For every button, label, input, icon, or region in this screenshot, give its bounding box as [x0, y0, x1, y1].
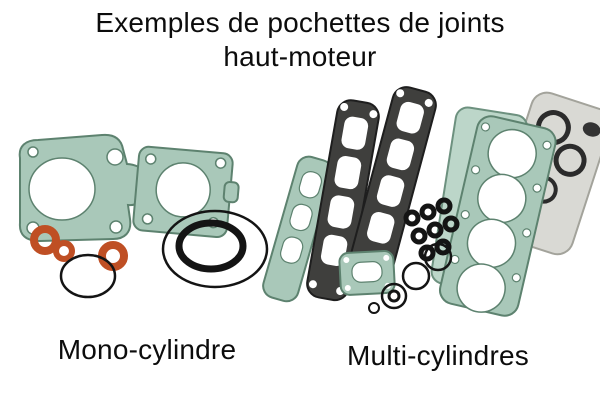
bolt-hole — [522, 228, 532, 238]
label-mono-cylindre: Mono-cylindre — [57, 334, 237, 365]
orange-o-ring — [53, 240, 75, 262]
black-o-ring — [380, 282, 408, 310]
o-ring-chain — [368, 242, 453, 314]
bolt-hole — [27, 146, 39, 158]
slot-hole — [334, 156, 362, 190]
grommet — [419, 203, 437, 221]
grommet — [410, 227, 428, 245]
bore-hole — [28, 157, 96, 221]
page-title-line2: haut-moteur — [223, 41, 377, 72]
bolt-hole — [141, 213, 154, 225]
slot-hole — [289, 203, 313, 232]
bolt-hole — [369, 110, 378, 119]
slot-hole — [386, 138, 415, 171]
bolt-hole — [396, 89, 405, 98]
label-multi-cylindres: Multi-cylindres — [347, 340, 529, 371]
black-o-ring-inner — [387, 289, 401, 303]
black-o-ring — [423, 242, 453, 272]
bolt-hole — [340, 102, 349, 111]
bolt-hole — [344, 284, 351, 291]
bolt-hole — [308, 280, 317, 289]
multi-cylinder-head-gasket — [438, 115, 557, 317]
bolt-hole — [145, 153, 157, 165]
bolt-hole — [542, 140, 552, 150]
bolt-hole — [106, 148, 124, 166]
grommet — [426, 221, 444, 239]
orange-o-ring — [98, 241, 128, 271]
slot-hole — [367, 211, 395, 244]
slot-hole — [298, 171, 323, 199]
black-o-ring — [368, 302, 380, 314]
bolt-hole — [480, 122, 491, 132]
bolt-hole — [383, 254, 390, 261]
mono-head-gasket — [132, 145, 240, 239]
outer-ring — [161, 209, 269, 289]
black-o-ring — [59, 253, 117, 299]
orange-o-ring — [30, 225, 60, 255]
slot-hole — [341, 116, 369, 150]
bolt-hole — [343, 257, 350, 264]
slot-hole — [327, 195, 355, 229]
slot-hole — [396, 101, 424, 134]
dark-seal — [582, 122, 600, 137]
page-title-line1: Exemples de pochettes de joints — [95, 7, 505, 38]
slot-hole — [376, 175, 405, 207]
grommet — [434, 238, 452, 256]
dark-ring — [553, 143, 587, 177]
bolt-hole — [214, 157, 227, 169]
bolt-hole — [460, 210, 470, 220]
bolt-hole — [532, 183, 542, 193]
teal-side-gasket — [262, 155, 334, 303]
black-o-ring — [401, 261, 431, 291]
mono-cylinder-gasket-group — [18, 133, 269, 299]
grommet — [435, 197, 453, 215]
multi-cylinder-gasket-group — [262, 86, 600, 317]
page-title: Exemples de pochettes de joints haut-mot… — [0, 6, 600, 74]
bolt-hole — [511, 273, 521, 283]
bore-hole — [456, 263, 506, 313]
small-teal-gasket — [338, 250, 396, 296]
bolt-hole — [109, 220, 123, 234]
grommet — [403, 209, 421, 227]
gasket-tab — [222, 180, 240, 204]
bore-hole — [155, 162, 211, 218]
bolt-hole — [470, 165, 481, 175]
grommet — [442, 215, 460, 233]
grommet — [418, 244, 436, 262]
slot-hole — [351, 261, 383, 283]
bolt-hole — [424, 98, 433, 107]
grommet-cluster — [403, 197, 460, 262]
inner-ring — [175, 219, 247, 273]
slot-hole — [279, 236, 304, 264]
cylinder-base-gasket — [18, 133, 150, 243]
large-ring-set — [161, 209, 269, 289]
